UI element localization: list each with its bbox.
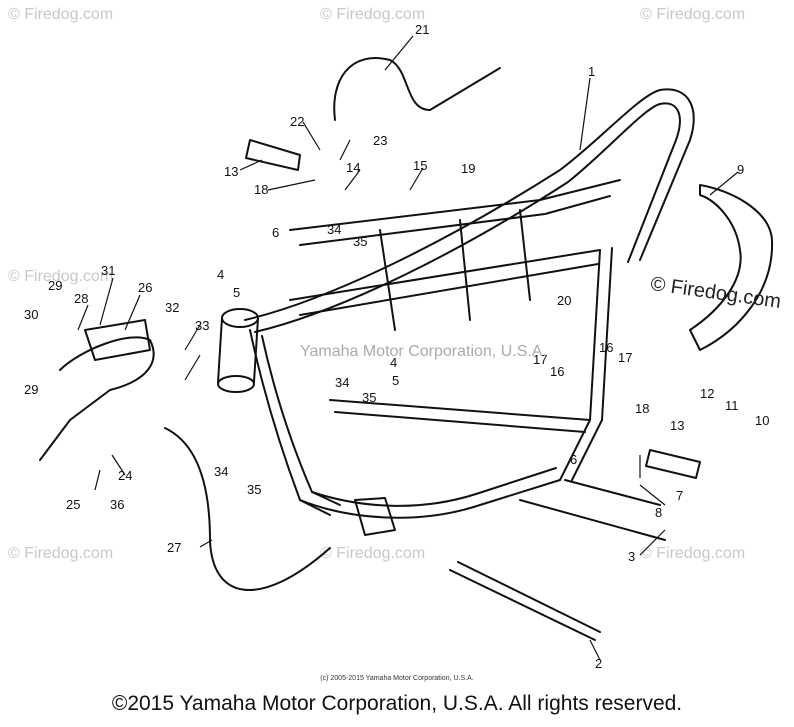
callout-label: 26 xyxy=(138,280,152,295)
callout-label: 22 xyxy=(290,114,304,129)
callout-label: 4 xyxy=(217,267,224,282)
callout-label: 17 xyxy=(618,350,632,365)
center-watermark: Yamaha Motor Corporation, U.S.A. xyxy=(300,343,547,360)
callout-label: 16 xyxy=(550,364,564,379)
callout-label: 10 xyxy=(755,413,769,428)
callout-label: 27 xyxy=(167,540,181,555)
callout-label: 5 xyxy=(233,285,240,300)
callout-label: 35 xyxy=(353,234,367,249)
callout-label: 28 xyxy=(74,291,88,306)
callout-label: 18 xyxy=(254,182,268,197)
callout-label: 29 xyxy=(24,382,38,397)
callout-label: 2 xyxy=(595,656,602,671)
callout-label: 33 xyxy=(195,318,209,333)
callout-label: 6 xyxy=(570,452,577,467)
watermark: © Firedog.com xyxy=(8,545,114,562)
callout-label: 7 xyxy=(676,488,683,503)
watermark: © Firedog.com xyxy=(8,6,114,23)
watermark: © Firedog.com xyxy=(320,6,426,23)
watermark: © Firedog.com xyxy=(640,545,746,562)
callout-label: 4 xyxy=(390,355,397,370)
callout-label: 5 xyxy=(392,373,399,388)
callout-label: 35 xyxy=(362,390,376,405)
callout-label: 23 xyxy=(373,133,387,148)
callout-label: 34 xyxy=(214,464,228,479)
callout-label: 13 xyxy=(670,418,684,433)
callout-label: 9 xyxy=(737,162,744,177)
callout-label: 19 xyxy=(461,161,475,176)
callout-label: 30 xyxy=(24,307,38,322)
callout-label: 35 xyxy=(247,482,261,497)
watermark: © Firedog.com xyxy=(640,6,746,23)
footer-copyright: ©2015 Yamaha Motor Corporation, U.S.A. A… xyxy=(111,692,683,715)
callout-label: 29 xyxy=(48,278,62,293)
small-copyright: (c) 2005-2015 Yamaha Motor Corporation, … xyxy=(320,675,474,682)
callout-label: 18 xyxy=(635,401,649,416)
callout-label: 8 xyxy=(655,505,662,520)
watermark: © Firedog.com xyxy=(8,268,114,285)
watermark: © Firedog.com xyxy=(320,545,426,562)
callout-label: 34 xyxy=(335,375,349,390)
callout-label: 14 xyxy=(346,160,360,175)
callout-label: 12 xyxy=(700,386,714,401)
callout-label: 25 xyxy=(66,497,80,512)
callout-label: 16 xyxy=(599,340,613,355)
callout-label: 13 xyxy=(224,164,238,179)
callout-label: 1 xyxy=(588,64,595,79)
callout-label: 3 xyxy=(628,549,635,564)
callout-label: 17 xyxy=(533,352,547,367)
callout-label: 11 xyxy=(725,398,739,413)
callout-label: 21 xyxy=(415,22,429,37)
callout-label: 36 xyxy=(110,497,124,512)
callout-label: 15 xyxy=(413,158,427,173)
callout-label: 34 xyxy=(327,222,341,237)
callout-label: 24 xyxy=(118,468,132,483)
callout-label: 20 xyxy=(557,293,571,308)
callout-label: 31 xyxy=(101,263,115,278)
callout-label: 32 xyxy=(165,300,179,315)
callout-label: 6 xyxy=(272,225,279,240)
